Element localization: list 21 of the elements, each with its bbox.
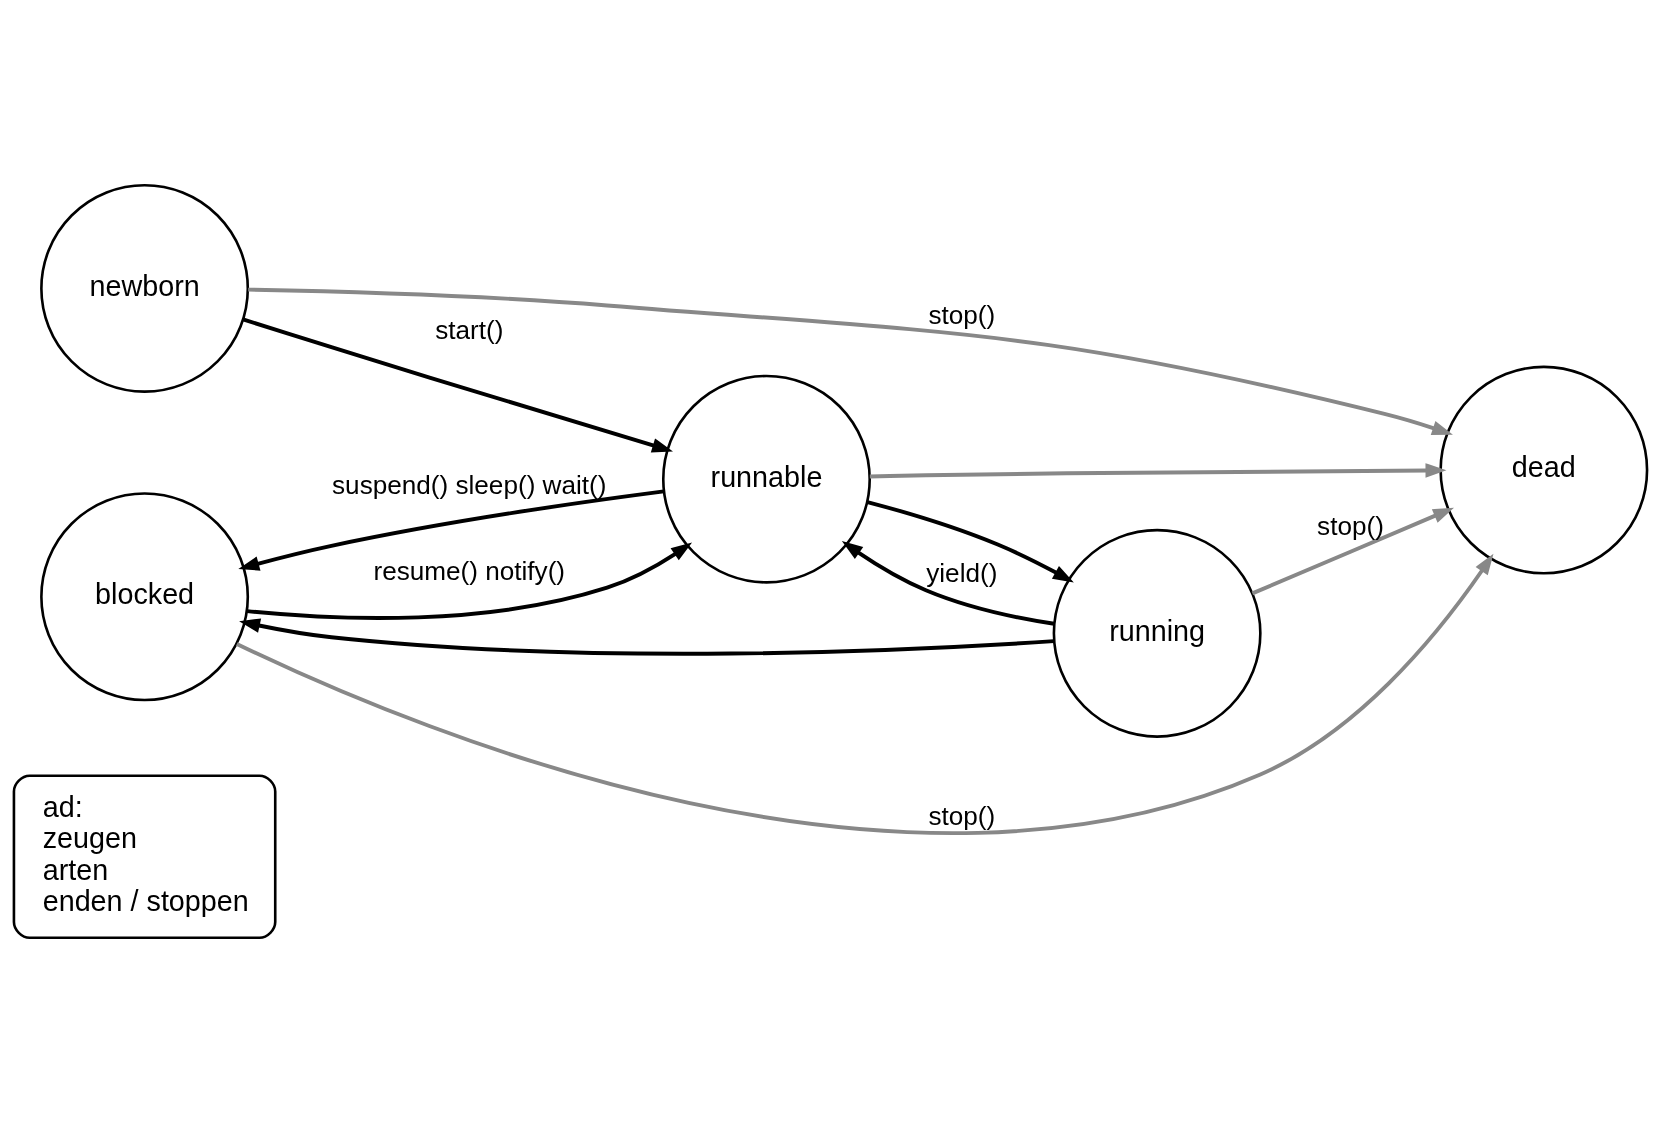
edge-label: stop() (1317, 510, 1384, 541)
node-circle: newborn (40, 183, 250, 393)
edge-label: resume() notify() (373, 555, 566, 586)
edge-label: yield() (926, 557, 998, 588)
node-box: ad: zeugen arten enden / stoppen (12, 773, 277, 939)
edge-label: stop() (928, 800, 996, 831)
edge-label: suspend() sleep() wait() (332, 469, 607, 500)
node-circle: blocked (40, 491, 250, 701)
node-circle: runnable (661, 374, 871, 584)
arrow (246, 542, 693, 620)
arrow (866, 499, 1074, 582)
arrow (869, 462, 1447, 478)
arrow (236, 553, 1494, 835)
arrow (239, 617, 1055, 656)
arrow (248, 287, 1453, 435)
arrow (238, 488, 665, 571)
arrow (1251, 507, 1455, 595)
edge-label: start() (435, 314, 504, 345)
edge-label: stop() (928, 299, 996, 330)
arrow (841, 540, 1055, 626)
arrow (242, 317, 673, 452)
